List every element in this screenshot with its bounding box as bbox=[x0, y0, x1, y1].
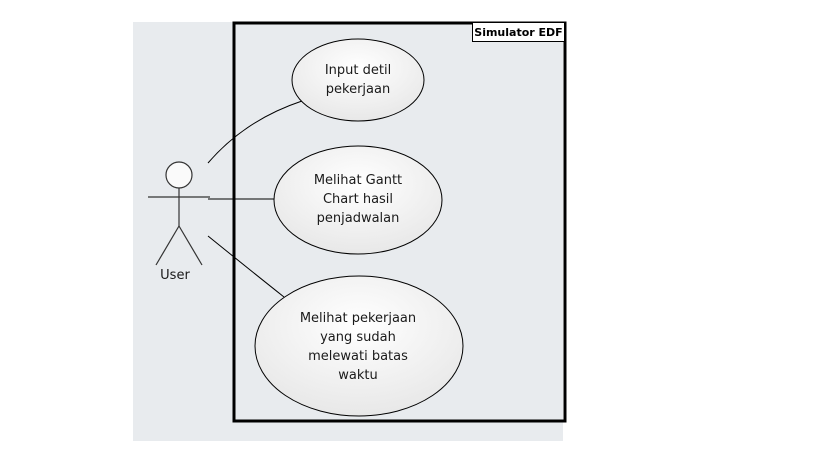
use-case-melewati-batas-text: Melihat pekerjaan yang sudah melewati ba… bbox=[283, 309, 433, 385]
association-input-detil bbox=[207, 100, 303, 164]
use-case-melewati-batas bbox=[254, 275, 464, 417]
actor-user-figure bbox=[148, 161, 210, 266]
use-case-gantt-chart bbox=[273, 145, 443, 255]
actor-left-leg bbox=[155, 225, 180, 266]
use-case-line: penjadwalan bbox=[316, 211, 400, 226]
use-case-input-detil-text: Input detil pekerjaan bbox=[298, 61, 418, 99]
system-boundary bbox=[232, 21, 567, 423]
actor-right-leg bbox=[178, 225, 203, 266]
system-title: Simulator EDF bbox=[472, 23, 564, 42]
use-case-line: waktu bbox=[338, 368, 378, 383]
use-case-line: Chart hasil bbox=[322, 192, 394, 207]
actor-label: User bbox=[160, 268, 190, 283]
use-case-line: Melihat Gantt bbox=[313, 173, 403, 188]
use-case-line: pekerjaan bbox=[325, 82, 391, 97]
use-case-line: yang sudah bbox=[320, 330, 396, 345]
use-case-line: Input detil bbox=[324, 63, 392, 78]
use-case-gantt-chart-text: Melihat Gantt Chart hasil penjadwalan bbox=[288, 171, 428, 228]
use-case-input-detil bbox=[291, 38, 425, 122]
use-case-line: Melihat pekerjaan bbox=[299, 311, 417, 326]
association-melewati-batas bbox=[207, 235, 285, 298]
use-case-line: melewati batas bbox=[308, 349, 408, 364]
actor-head bbox=[165, 161, 193, 189]
